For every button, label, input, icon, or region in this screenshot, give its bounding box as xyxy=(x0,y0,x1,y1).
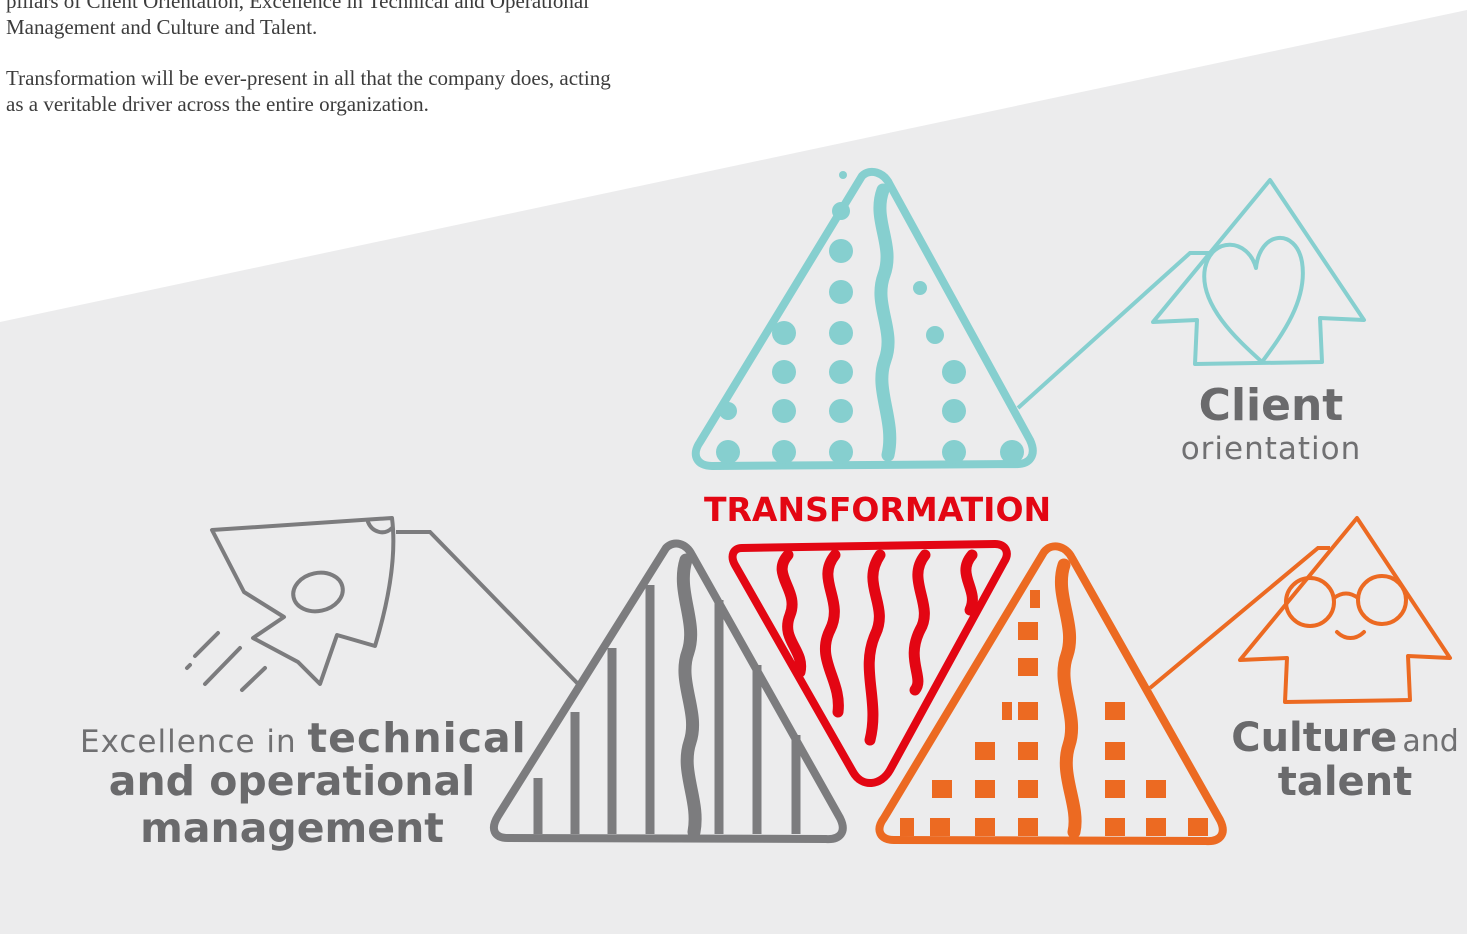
intro-paragraph-2: Transformation will be ever-present in a… xyxy=(6,65,706,117)
client-label-bold: Client xyxy=(1198,380,1344,431)
client-label: Client orientation xyxy=(1171,384,1371,465)
intro-text: pillars of Client Orientation, Excellenc… xyxy=(6,0,706,117)
culture-pyramid xyxy=(875,542,1227,846)
culture-label: Culture and talent xyxy=(1225,718,1465,802)
intro-paragraph-1-line-1: pillars of Client Orientation, Excellenc… xyxy=(6,0,590,13)
culture-label-light: and xyxy=(1402,724,1459,759)
heart-house-icon xyxy=(1151,178,1366,366)
intro-paragraph-2-line-2: as a veritable driver across the entire … xyxy=(6,92,429,116)
excellence-pyramid xyxy=(489,539,847,844)
intro-paragraph-1: pillars of Client Orientation, Excellenc… xyxy=(6,0,706,40)
smiling-house-with-glasses-icon xyxy=(1238,516,1452,704)
background-band xyxy=(0,10,1467,934)
excellence-label-bold-3: management xyxy=(140,804,444,852)
client-label-light: orientation xyxy=(1180,431,1362,467)
excellence-label: Excellence in technical and operational … xyxy=(80,718,526,852)
client-pyramid xyxy=(691,167,1037,470)
intro-paragraph-1-line-2: Management and Culture and Talent. xyxy=(6,15,318,39)
excellence-connector xyxy=(396,530,584,690)
culture-label-bold: Culture xyxy=(1231,715,1398,761)
culture-connector xyxy=(1148,546,1330,690)
excellence-label-line-1: Excellence in technical xyxy=(80,718,526,760)
client-connector xyxy=(1016,251,1213,410)
transformation-label: TRANSFORMATION xyxy=(704,490,1052,529)
excellence-label-light: Excellence in xyxy=(80,724,297,760)
rocket-icon xyxy=(185,516,396,692)
culture-label-line-1: Culture and xyxy=(1225,718,1465,758)
excellence-label-bold-2: and operational xyxy=(108,757,476,805)
intro-paragraph-2-line-1: Transformation will be ever-present in a… xyxy=(6,66,611,90)
transformation-pyramid xyxy=(728,540,1011,787)
culture-label-bold-2: talent xyxy=(1277,759,1413,805)
excellence-label-bold-1: technical xyxy=(307,714,527,762)
